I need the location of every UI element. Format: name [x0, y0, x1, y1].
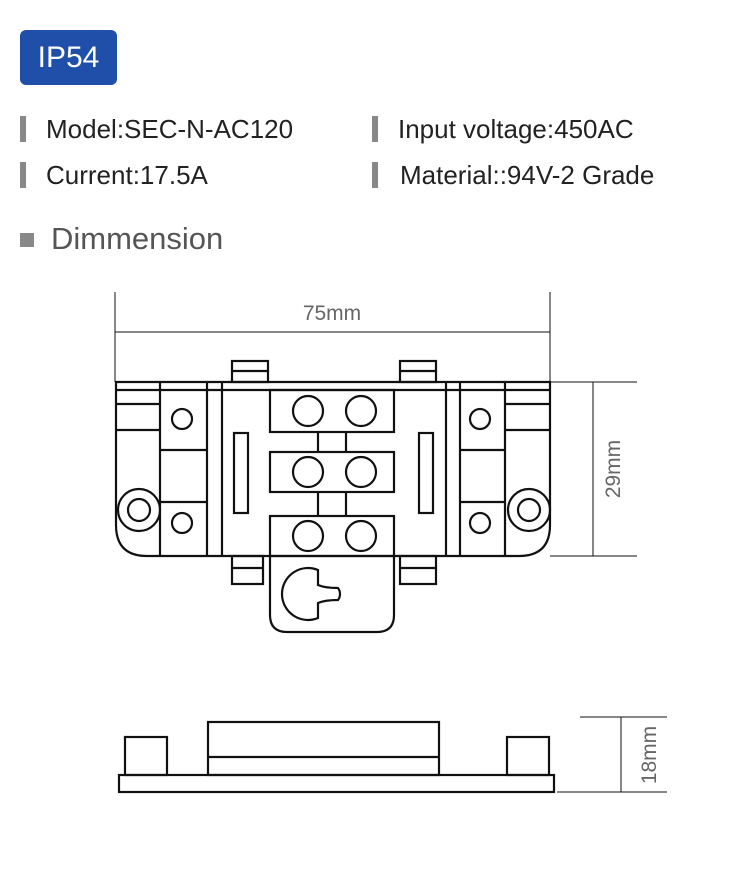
dimension-heading-text: Dimmension [51, 221, 224, 256]
spec-model-text: Model:SEC-N-AC120 [46, 114, 294, 144]
height-dimension-lines [557, 716, 667, 793]
spec-marker-icon [20, 162, 26, 188]
spec-material-text: Material::94V-2 Grade [400, 160, 655, 190]
ip-rating-label: IP54 [37, 41, 100, 74]
width-dimension-label: 75mm [303, 302, 361, 325]
spec-marker-icon [20, 116, 26, 142]
section-marker-icon [20, 233, 34, 247]
connector-top-view [114, 359, 552, 634]
spec-input-voltage-text: Input voltage:450AC [398, 114, 634, 144]
depth-dimension-label: 29mm [602, 440, 625, 498]
connector-side-view [117, 720, 556, 794]
spec-current-text: Current:17.5A [46, 160, 208, 190]
spec-marker-icon [372, 116, 378, 142]
spec-marker-icon [372, 162, 378, 188]
height-dimension-label: 18mm [638, 726, 661, 784]
width-dimension-lines [114, 292, 551, 382]
depth-dimension-lines [550, 381, 637, 557]
ip-rating-badge: IP54 [20, 30, 117, 85]
